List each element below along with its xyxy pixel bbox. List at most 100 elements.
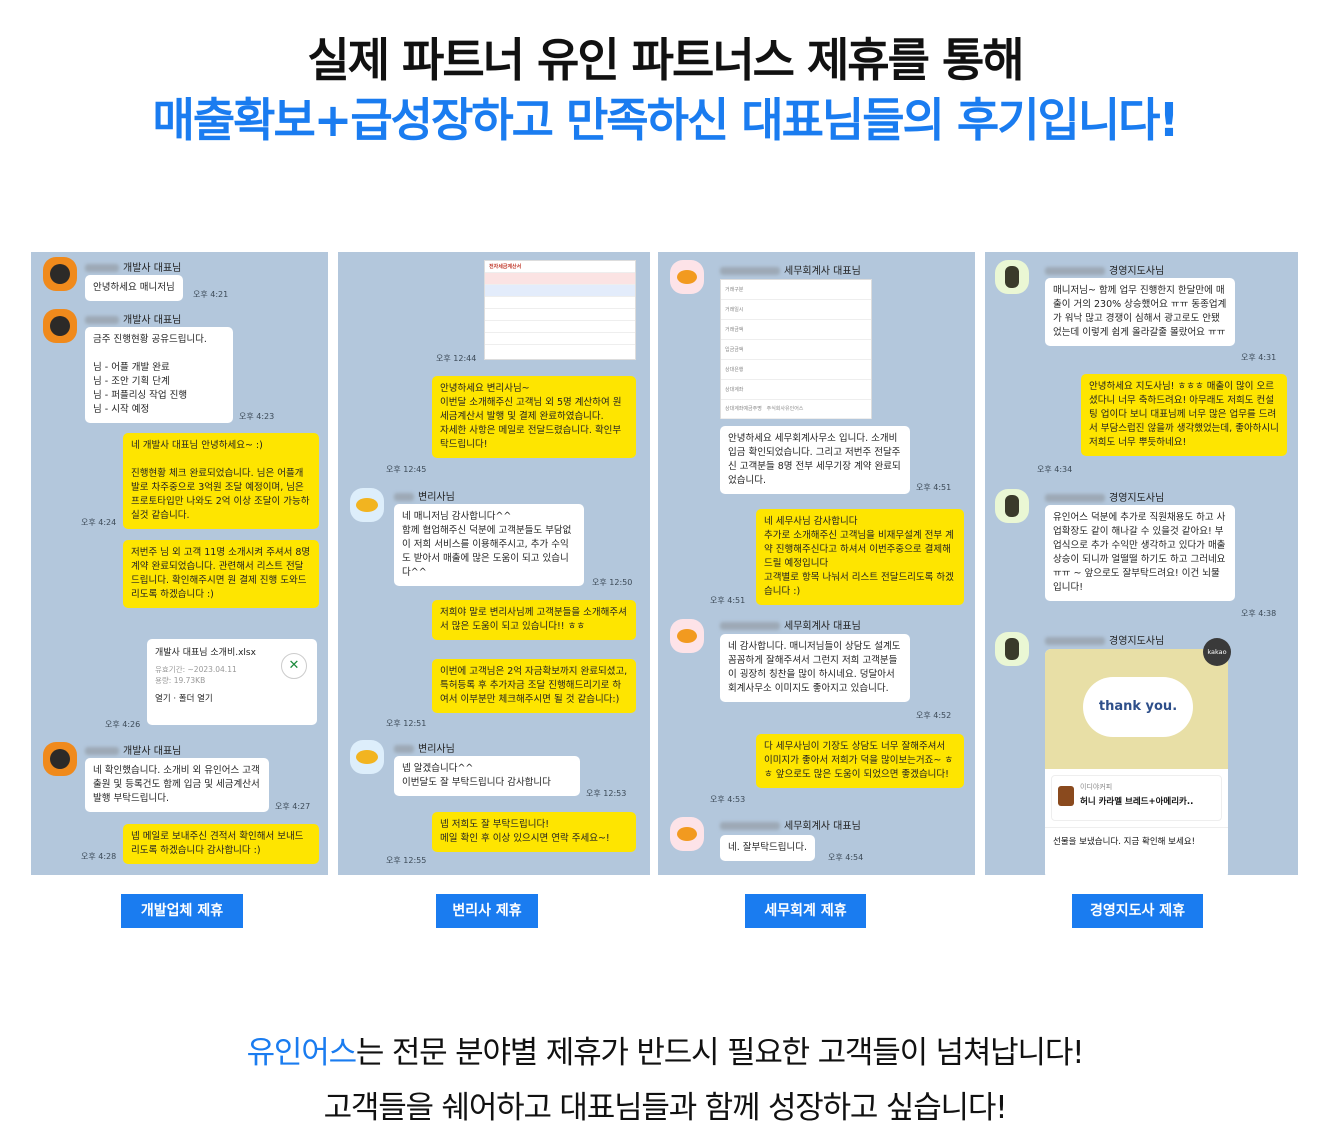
chat-bubble-mine: 안녕하세요 변리사님~ 이번달 소개해주신 고객님 외 5명 계산하여 원 세금… [432, 376, 636, 458]
receipt-row: 상대계좌 [721, 380, 871, 400]
receipt-row: 거래일시 [721, 300, 871, 320]
sender-name: 세무회계사 대표님 [720, 617, 861, 632]
sender-name: 개발사 대표님 [85, 311, 181, 326]
avatar [995, 632, 1029, 666]
avatar [670, 260, 704, 294]
chat-bubble: 금주 진행현황 공유드립니다. 님 - 어플 개발 완료 님 - 조안 기획 단… [85, 327, 233, 423]
file-expiry: 유효기간: ~2023.04.11 [155, 665, 237, 674]
chat-bubble-mine: 네 개발사 대표님 안녕하세요~ :) 진행현황 체크 완료되었습니다. 님은 … [123, 433, 319, 529]
chat-bubble-mine: 저희야 말로 변리사님께 고객분들을 소개해주셔서 많은 도움이 되고 있습니다… [432, 600, 636, 640]
receipt-row: 거래금액 [721, 320, 871, 340]
sender-name: 경영지도사님 [1045, 632, 1164, 647]
timestamp: 오후 4:51 [916, 483, 952, 492]
timestamp: 오후 4:24 [81, 518, 117, 527]
receipt-row: 상대은행 [721, 360, 871, 380]
sender-name: 개발사 대표님 [85, 259, 181, 274]
timestamp: 오후 4:23 [239, 412, 275, 421]
footer-line1: 유인어스는 전문 분야별 제휴가 반드시 필요한 고객들이 넘쳐납니다! [0, 1027, 1330, 1072]
chat-bubble: 네 매니저님 감사합니다^^ 함께 협업해주신 덕분에 고객분들도 부담없이 저… [394, 504, 584, 586]
label-dev-partnership: 개발업체 제휴 [121, 894, 243, 928]
chat-bubble-mine: 넵 저희도 잘 부탁드립니다! 메일 확인 후 이상 있으시면 연락 주세요~! [432, 812, 636, 852]
receipt-row: 상대계좌예금주명 주식회사유인어스 [721, 400, 871, 419]
timestamp: 오후 4:28 [81, 852, 117, 861]
chat-panel-consultant: 경영지도사님 매니저님~ 함께 업무 진행한지 한달만에 매출이 거의 230%… [985, 252, 1298, 875]
invoice-row [485, 321, 635, 333]
avatar [670, 817, 704, 851]
footer-line1-text: 는 전문 분야별 제휴가 반드시 필요한 고객들이 넘쳐납니다! [355, 1035, 1085, 1071]
timestamp: 오후 4:52 [916, 711, 952, 720]
timestamp: 오후 4:21 [193, 290, 229, 299]
thank-you-text: thank you. [1083, 677, 1193, 737]
timestamp: 오후 12:45 [386, 465, 427, 474]
hero-title-line2: 매출확보+급성장하고 만족하신 대표님들의 후기입니다! [152, 93, 1180, 147]
chat-panel-tax: 세무회계사 대표님 거래구분 거래일시 거래금액 입금금액 상대은행 상대계좌 … [658, 252, 975, 875]
file-name: 개발사 대표님 소개비.xlsx [155, 648, 256, 658]
invoice-row [485, 273, 635, 285]
tax-invoice-image[interactable]: 전자세금계산서 [484, 260, 636, 360]
chat-bubble: 안녕하세요 매니저님 [85, 275, 183, 301]
invoice-row [485, 333, 635, 345]
chat-bubble: 유인어스 덕분에 추가로 직원채용도 하고 사업확장도 같이 해나갈 수 있을것… [1045, 505, 1235, 601]
chat-bubble: 네. 잘부탁드립니다. [720, 835, 815, 861]
chat-bubble-mine: 안녕하세요 지도사님! ㅎㅎㅎ 매출이 많이 오르셨다니 너무 축하드려요! 아… [1081, 374, 1287, 456]
sender-name: 변리사님 [394, 740, 455, 755]
chat-bubble-mine: 이번에 고객님은 2억 자금확보까지 완료되셨고, 특허등록 후 추가자금 조달… [432, 659, 636, 713]
invoice-title: 전자세금계산서 [485, 261, 635, 273]
timestamp: 오후 12:53 [586, 789, 627, 798]
timestamp: 오후 4:38 [1241, 609, 1277, 618]
timestamp: 오후 12:51 [386, 719, 427, 728]
avatar [350, 740, 384, 774]
timestamp: 오후 12:50 [592, 578, 633, 587]
chat-bubble-mine: 넵 메일로 보내주신 견적서 확인해서 보내드리도록 하겠습니다 감사합니다 :… [123, 824, 319, 864]
gift-note: 선물을 보냈습니다. 지금 확인해 보세요! [1045, 827, 1228, 857]
brand-name: 유인어스 [246, 1035, 357, 1071]
chat-bubble: 네 확인했습니다. 소개비 외 유인어스 고객 출원 및 등록건도 함께 입금 … [85, 758, 269, 812]
sender-name: 경영지도사님 [1045, 262, 1164, 277]
gift-card[interactable]: thank you. 이디야커피 허니 카라멜 브레드+아메리카.. 선물을 보… [1045, 649, 1228, 875]
avatar [43, 742, 77, 776]
label-patent-partnership: 변리사 제휴 [436, 894, 538, 928]
file-attachment[interactable]: 개발사 대표님 소개비.xlsx 유효기간: ~2023.04.11 용량: 1… [147, 639, 317, 725]
receipt-row: 거래구분 [721, 280, 871, 300]
file-actions[interactable]: 열기 · 폴더 열기 [155, 694, 213, 704]
chat-bubble: 네 감사합니다. 매니저님들이 상담도 설계도 꼼꼼하게 잘해주셔서 그런지 저… [720, 634, 910, 702]
chat-panel-dev: 개발사 대표님 안녕하세요 매니저님 오후 4:21 개발사 대표님 금주 진행… [31, 252, 328, 875]
timestamp: 오후 4:53 [710, 795, 746, 804]
shop-name: 이디야커피 [1080, 783, 1113, 791]
chat-bubble-mine: 다 세무사님이 기장도 상담도 너무 잘해주셔서 이미지가 좋아서 저희가 덕을… [756, 734, 964, 788]
timestamp: 오후 4:54 [828, 853, 864, 862]
avatar [995, 260, 1029, 294]
hero-title-line1: 실제 파트너 유인 파트너스 제휴를 통해 [307, 33, 1024, 87]
receipt-row: 입금금액 [721, 340, 871, 360]
product-thumbnail-icon [1058, 786, 1074, 806]
chat-bubble: 넵 알겠습니다^^ 이번달도 잘 부탁드립니다 감사합니다 [394, 756, 580, 796]
hero: 실제 파트너 유인 파트너스 제휴를 통해 매출확보+급성장하고 만족하신 대표… [0, 30, 1330, 150]
timestamp: 오후 12:55 [386, 856, 427, 865]
chat-bubble-mine: 네 세무사님 감사합니다 추가로 소개해주신 고객님을 비재무설계 전부 계약 … [756, 509, 964, 605]
gift-product[interactable]: 이디야커피 허니 카라멜 브레드+아메리카.. [1051, 775, 1222, 821]
timestamp: 오후 4:26 [105, 720, 141, 729]
avatar [43, 257, 77, 291]
sender-name: 경영지도사님 [1045, 489, 1164, 504]
avatar [350, 488, 384, 522]
sender-name: 세무회계사 대표님 [720, 262, 861, 277]
avatar [670, 619, 704, 653]
invoice-row [485, 309, 635, 321]
sender-name: 변리사님 [394, 488, 455, 503]
timestamp: 오후 4:31 [1241, 353, 1277, 362]
sender-name: 세무회계사 대표님 [720, 817, 861, 832]
invoice-row [485, 285, 635, 297]
chat-bubble: 매니저님~ 함께 업무 진행한지 한달만에 매출이 거의 230% 상승했어요 … [1045, 278, 1235, 346]
chat-bubble: 안녕하세요 세무회계사무소 입니다. 소개비 입금 확인되었습니다. 그리고 저… [720, 426, 910, 494]
kakao-badge: kakao [1203, 638, 1231, 666]
file-size: 용량: 19.73KB [155, 676, 206, 685]
avatar [43, 309, 77, 343]
gift-card-image: thank you. [1045, 649, 1228, 769]
timestamp: 오후 4:34 [1037, 465, 1073, 474]
avatar [995, 489, 1029, 523]
deposit-receipt-image[interactable]: 거래구분 거래일시 거래금액 입금금액 상대은행 상대계좌 상대계좌예금주명 주… [720, 279, 872, 419]
label-consultant-partnership: 경영지도사 제휴 [1072, 894, 1203, 928]
timestamp: 오후 4:27 [275, 802, 311, 811]
label-tax-partnership: 세무회계 제휴 [745, 894, 866, 928]
excel-file-icon: ✕ [281, 653, 307, 679]
